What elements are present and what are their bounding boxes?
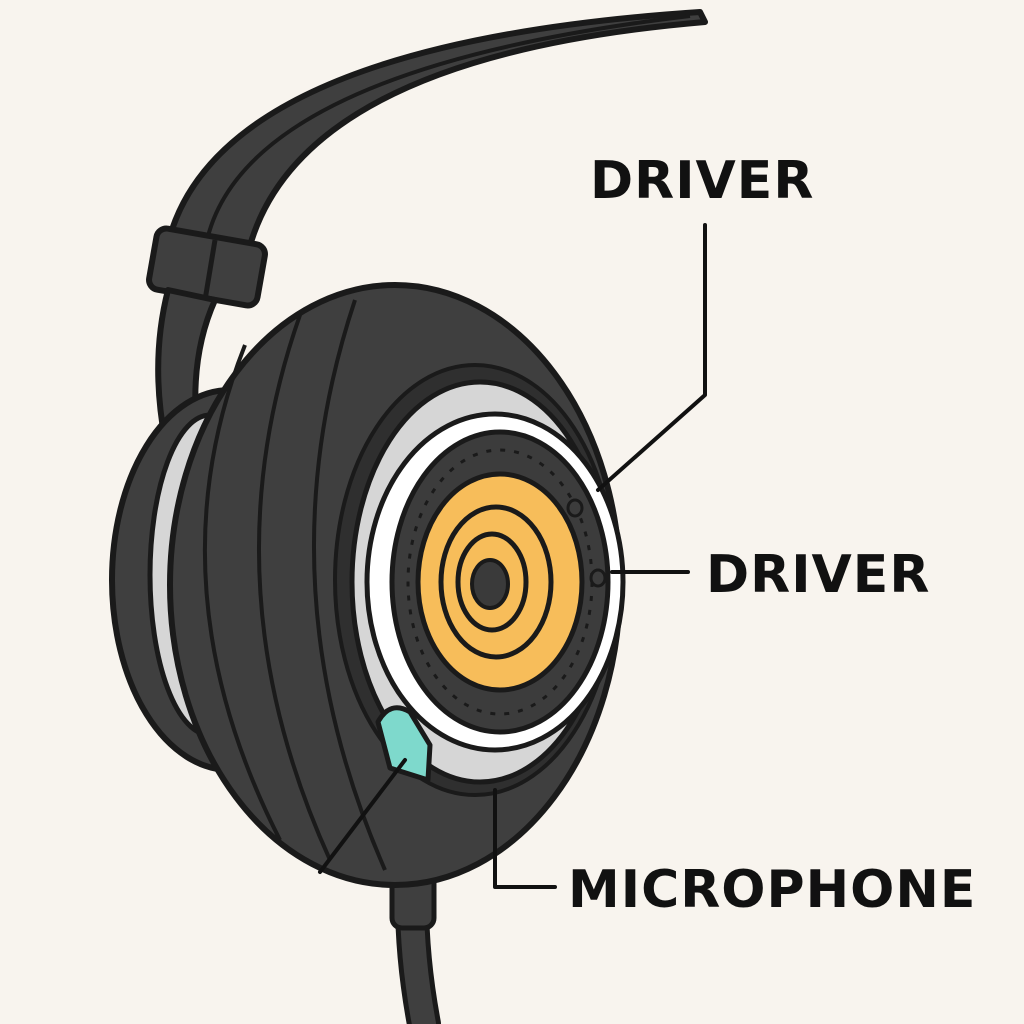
leader-line-driver-top [596,223,707,492]
leader-line-microphone-pointer [318,758,407,874]
driver-unit [389,429,611,735]
label-driver-top: DRIVER [590,151,814,211]
microphone-window [375,705,433,783]
label-microphone: MICROPHONE [568,860,976,920]
driver-dust-cap [470,558,510,610]
label-driver-right: DRIVER [706,545,930,605]
leader-line-microphone [493,788,557,889]
